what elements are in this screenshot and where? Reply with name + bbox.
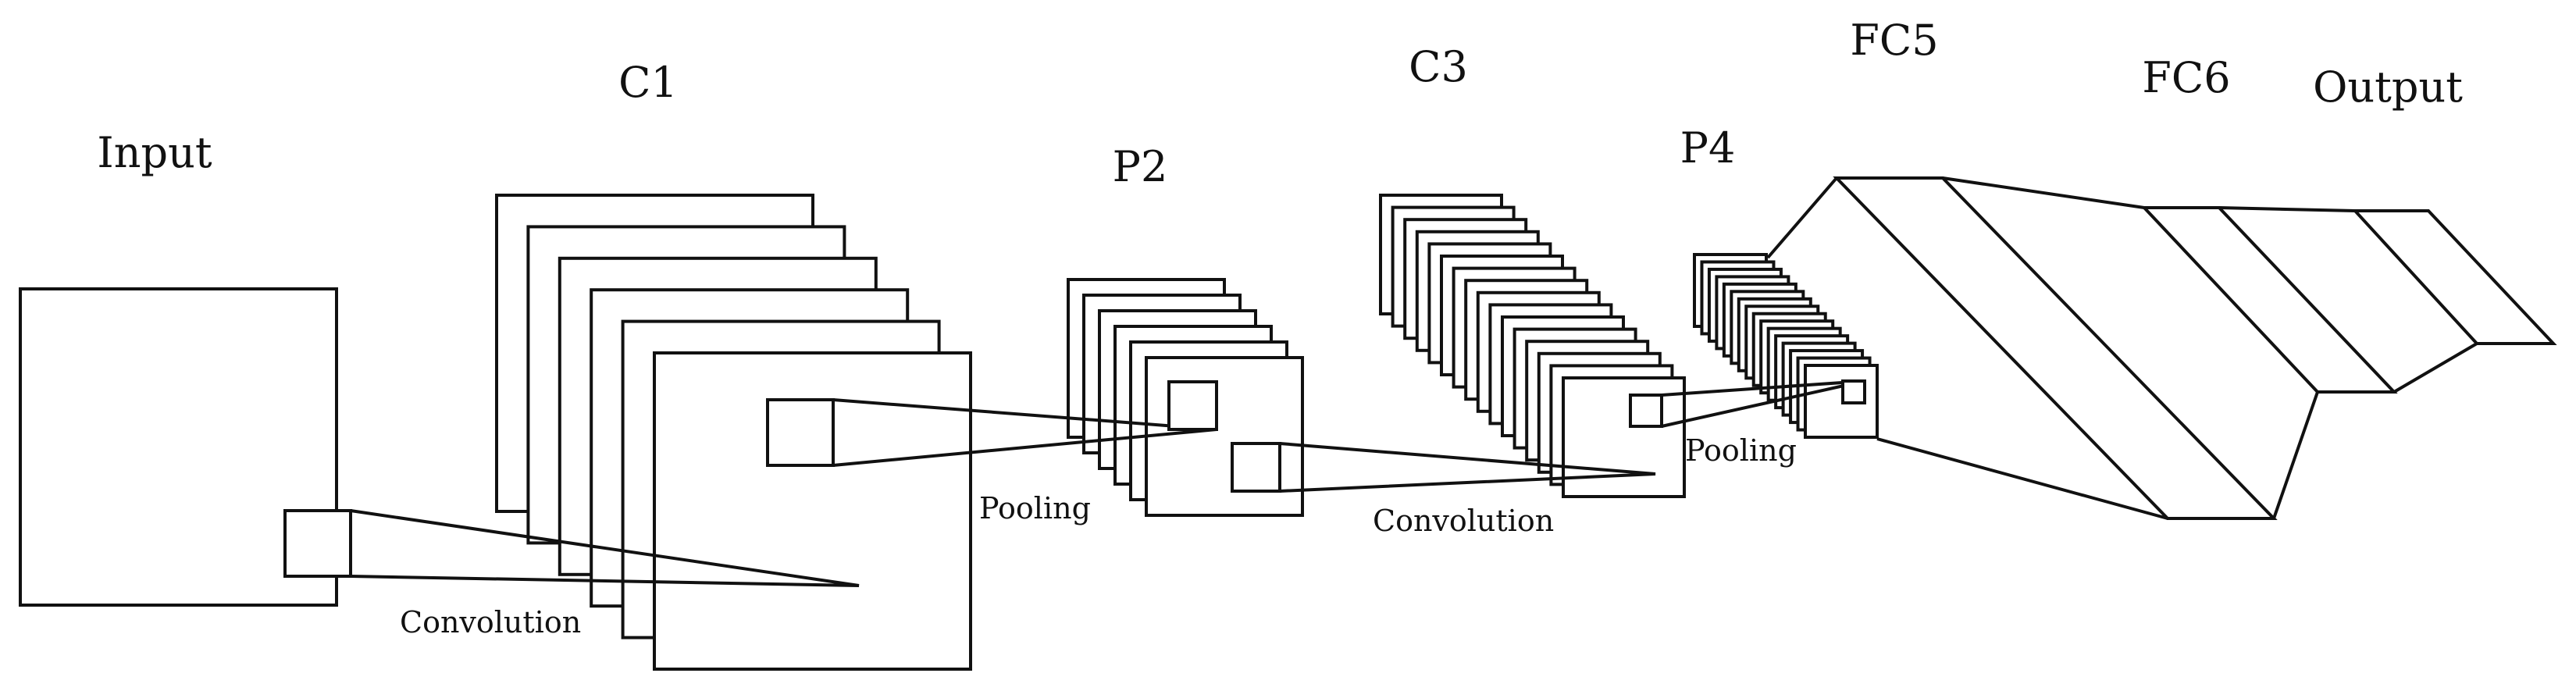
p4-to-fc5-bottom [1876, 437, 2168, 520]
fc6-to-output-top [2218, 206, 2356, 212]
label-input: Input [97, 128, 212, 177]
label-conv1: Convolution [400, 605, 581, 639]
label-fc6: FC6 [2142, 53, 2230, 102]
label-p2: P2 [1113, 142, 1168, 191]
label-c3: C3 [1409, 42, 1468, 91]
conv2-kernel [1231, 442, 1281, 493]
fc5-to-fc6-bottom [2272, 391, 2319, 519]
label-c1: C1 [618, 58, 678, 107]
p4-feature-maps [1693, 253, 1879, 439]
c1-feature-maps [495, 194, 972, 671]
p4-to-fc5-connection [1766, 176, 1838, 259]
conv2-projection [1279, 442, 1656, 493]
pool2-window [1629, 394, 1663, 428]
fc6-to-output-bottom [2393, 342, 2478, 394]
label-conv2: Convolution [1373, 504, 1554, 538]
conv1-kernel [283, 509, 352, 578]
output-layer [2351, 209, 2557, 345]
fc6-layer [2140, 206, 2398, 394]
fc5-layer [1833, 176, 2278, 520]
conv1-projection [350, 509, 860, 587]
pool1-window [766, 398, 835, 467]
label-pool2: Pooling [1685, 433, 1797, 468]
label-output: Output [2313, 62, 2463, 112]
fc5-back-edge [1942, 176, 2145, 209]
c3-feature-maps [1379, 194, 1686, 498]
p4-pool-target [1841, 379, 1866, 404]
p2-pool-target [1167, 380, 1218, 431]
label-p4: P4 [1680, 123, 1736, 173]
label-fc5: FC5 [1850, 16, 1938, 65]
label-pool1: Pooling [979, 491, 1091, 525]
